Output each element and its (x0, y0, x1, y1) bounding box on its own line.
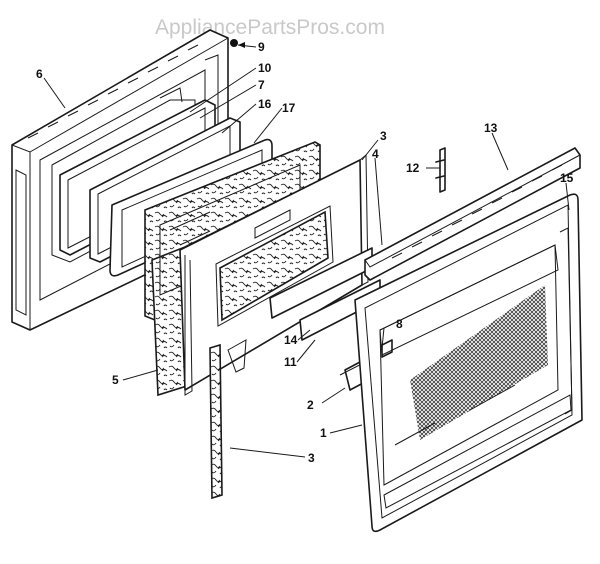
outer-door-frame (354, 193, 583, 533)
hinge-bracket-part-12 (435, 147, 446, 193)
bracket-part-8 (381, 339, 393, 358)
screw-part-9 (230, 39, 257, 48)
callout-3-top: 3 (380, 129, 387, 143)
callout-10: 10 (258, 61, 272, 75)
callout-9: 9 (258, 40, 265, 54)
callout-1: 1 (320, 426, 327, 440)
watermark-text: AppliancePartsPros.com (155, 16, 385, 39)
callout-2: 2 (307, 398, 314, 412)
callout-17: 17 (282, 101, 296, 115)
callout-14: 14 (284, 333, 298, 347)
outer-door-panel (179, 153, 373, 396)
callout-8: 8 (396, 317, 403, 331)
leader-lines (43, 67, 570, 458)
callout-6: 6 (36, 67, 43, 81)
top-vent-trim (364, 147, 581, 281)
callout-13: 13 (484, 121, 498, 135)
liner-vent-slots (27, 44, 199, 139)
callout-3-bottom: 3 (308, 451, 315, 465)
callout-4: 4 (372, 147, 379, 161)
callout-7: 7 (258, 78, 265, 92)
callout-16: 16 (258, 97, 272, 111)
callout-11: 11 (284, 355, 297, 369)
callout-15: 15 (560, 171, 574, 185)
callout-5: 5 (112, 373, 119, 387)
callout-labels: 6 9 10 7 16 17 3 4 12 13 15 8 14 11 2 5 … (36, 40, 574, 465)
side-trim-strip (209, 343, 223, 500)
callout-12: 12 (406, 161, 420, 175)
